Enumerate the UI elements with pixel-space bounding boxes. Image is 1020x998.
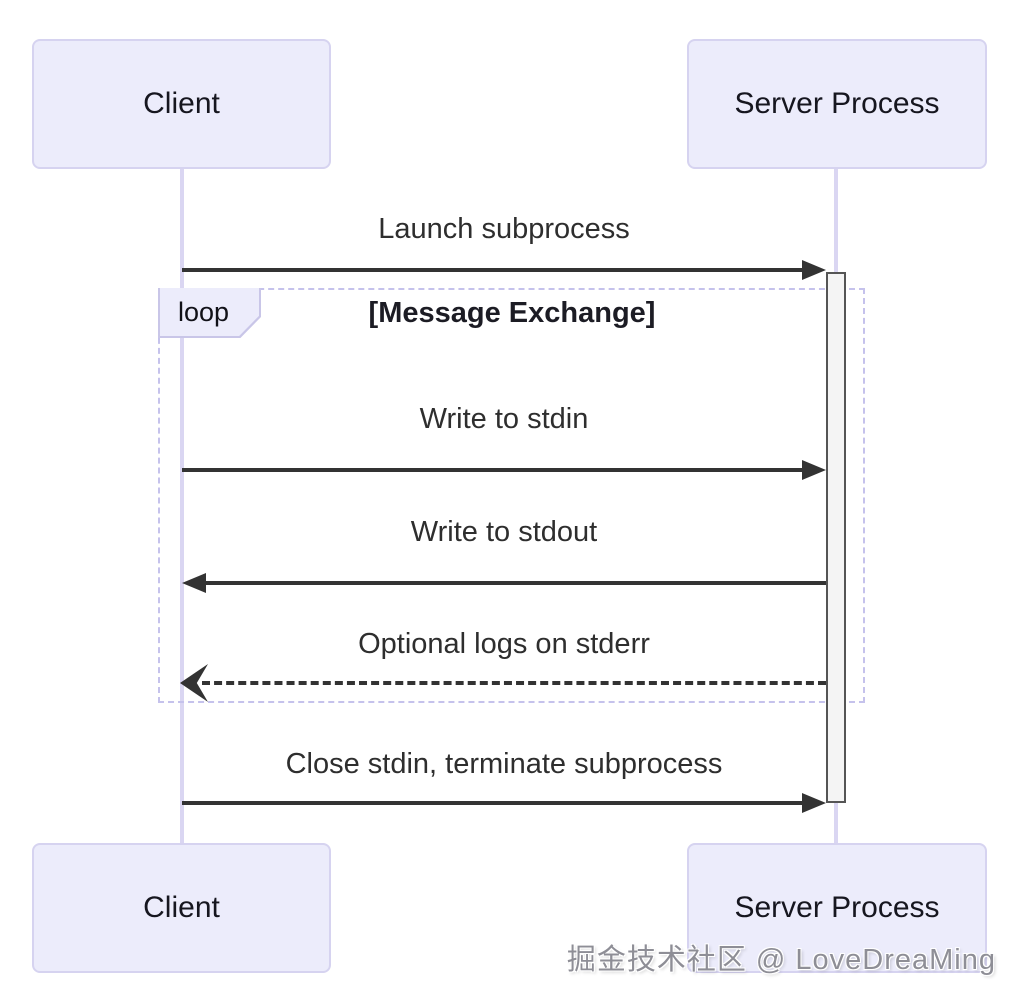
message-label-close-stdin: Close stdin, terminate subprocess (285, 748, 723, 780)
watermark-text: 掘金技术社区 @ LoveDreaMing (566, 944, 996, 976)
actor-box-client-top: Client (32, 39, 331, 169)
message-line-close-stdin (182, 801, 804, 805)
lifeline-client (180, 169, 184, 843)
actor-label-client-top: Client (143, 87, 220, 120)
actor-box-server-bottom: Server Process (687, 843, 987, 973)
arrowhead-left-icon (182, 573, 206, 593)
loop-label-text: loop (160, 288, 259, 336)
message-label-write-to-stdin: Write to stdin (419, 403, 589, 435)
message-line-optional-logs-stderr (202, 681, 826, 685)
actor-label-server-bottom: Server Process (734, 891, 940, 924)
actor-box-client-bottom: Client (32, 843, 331, 973)
arrowhead-right-icon (802, 460, 826, 480)
loop-frame (158, 288, 865, 703)
message-label-write-to-stdout: Write to stdout (410, 516, 598, 548)
activation-bar-server (826, 272, 846, 803)
message-line-launch-subprocess (182, 268, 804, 272)
message-label-launch-subprocess: Launch subprocess (378, 213, 630, 245)
message-line-write-to-stdin (182, 468, 804, 472)
actor-box-server-top: Server Process (687, 39, 987, 169)
message-label-optional-logs-stderr: Optional logs on stderr (358, 628, 650, 660)
arrowhead-right-icon (802, 260, 826, 280)
loop-title: [Message Exchange] (368, 297, 656, 329)
actor-label-server-top: Server Process (734, 87, 940, 120)
message-line-write-to-stdout (204, 581, 826, 585)
arrowhead-right-icon (802, 793, 826, 813)
actor-label-client-bottom: Client (143, 891, 220, 924)
loop-label-tag: loop (158, 288, 261, 338)
